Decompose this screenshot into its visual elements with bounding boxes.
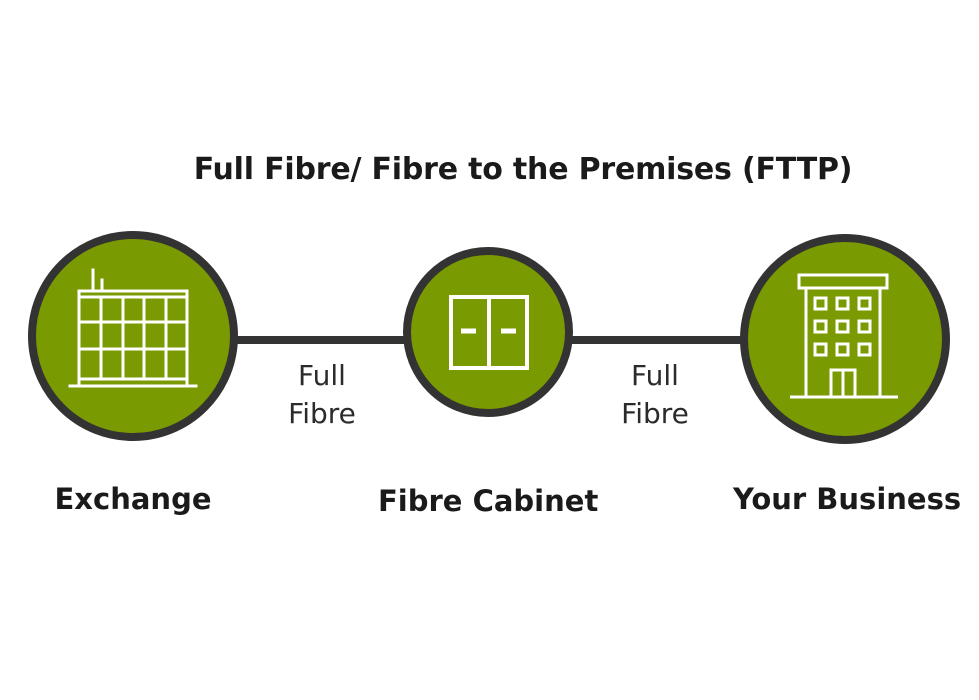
exchange-building-icon: [68, 268, 198, 388]
office-building-icon: [790, 273, 898, 399]
node-circle-business: [740, 234, 950, 444]
node-label-exchange: Exchange: [54, 482, 212, 516]
node-label-business: Your Business: [733, 482, 962, 516]
diagram-title: Full Fibre/ Fibre to the Premises (FTTP): [193, 152, 853, 187]
connection-label-1-line2: Fibre: [288, 397, 356, 430]
connection-label-1-line1: Full: [298, 359, 346, 392]
connection-label-2: Full Fibre: [585, 357, 725, 433]
node-label-cabinet: Fibre Cabinet: [378, 484, 599, 518]
node-circle-exchange: [28, 231, 238, 441]
connection-label-1: Full Fibre: [252, 357, 392, 433]
connection-label-2-line2: Fibre: [621, 397, 689, 430]
connection-label-2-line1: Full: [631, 359, 679, 392]
cabinet-icon: [449, 295, 529, 370]
